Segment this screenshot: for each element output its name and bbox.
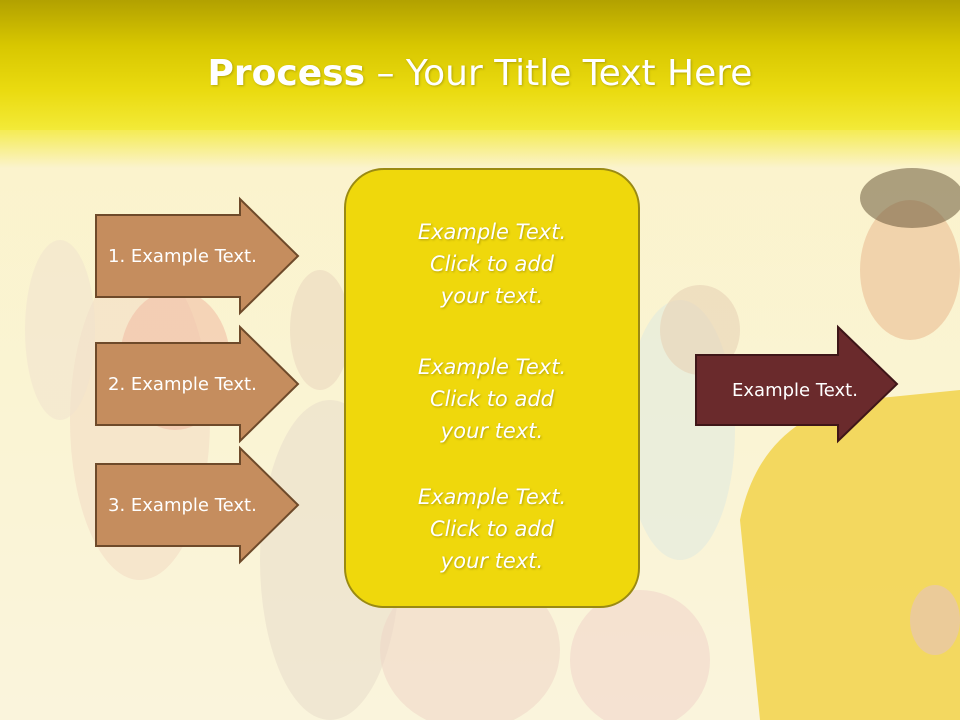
center-item-2-line1: Example Text. [417,355,567,379]
result-arrow-shape [695,324,899,444]
center-item-2-line2: Click to add [429,387,554,411]
arrow-shape-2 [95,324,300,444]
result-label: Example Text. [732,379,858,401]
title-band [0,0,960,130]
title-fade [0,128,960,168]
center-item-1-line1: Example Text. [417,220,567,244]
center-item-3-line1: Example Text. [417,485,567,509]
center-item-3[interactable]: Example Text. Click to add your text. [346,481,638,577]
step-arrow-1[interactable]: 1. Example Text. [95,196,300,316]
center-item-2-line3: your text. [440,419,544,443]
center-item-1-line2: Click to add [429,252,554,276]
center-item-1[interactable]: Example Text. Click to add your text. [346,216,638,312]
arrow-shape-3 [95,445,300,565]
center-item-3-line3: your text. [440,549,544,573]
step-arrow-2[interactable]: 2. Example Text. [95,324,300,444]
center-text-box[interactable]: Example Text. Click to add your text. Ex… [344,168,640,608]
arrow-shape-1 [95,196,300,316]
title-bold: Process [207,53,366,94]
step-label-1: 1. Example Text. [108,245,257,267]
step-label-3: 3. Example Text. [108,494,257,516]
title-rest: – Your Title Text Here [365,53,753,94]
step-label-2: 2. Example Text. [108,373,257,395]
center-item-2[interactable]: Example Text. Click to add your text. [346,351,638,447]
step-arrow-3[interactable]: 3. Example Text. [95,445,300,565]
slide-title[interactable]: Process – Your Title Text Here [0,52,960,96]
center-item-3-line2: Click to add [429,517,554,541]
center-item-1-line3: your text. [440,284,544,308]
result-arrow[interactable]: Example Text. [695,324,899,444]
